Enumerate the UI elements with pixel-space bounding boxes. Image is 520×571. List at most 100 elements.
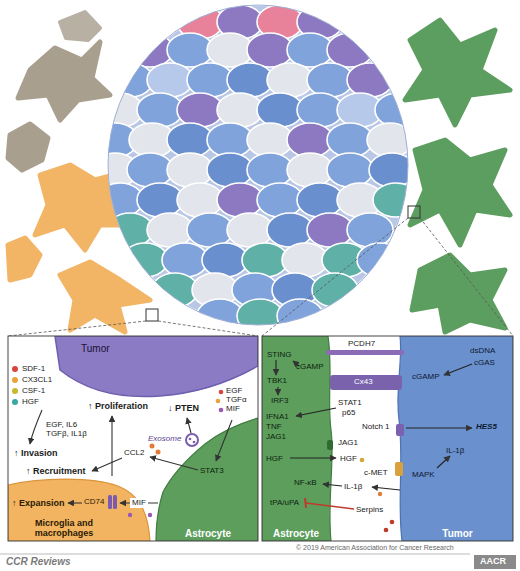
tumor-cell [307, 213, 353, 247]
annotation-label: IRF3 [271, 396, 288, 405]
tumor-cell [247, 123, 293, 157]
ligand-dot [216, 399, 221, 404]
exosome [186, 434, 198, 446]
tumor-cell [267, 213, 313, 247]
logo-box [474, 555, 516, 569]
arrow [30, 410, 42, 444]
annotation-label: JAG1 [338, 438, 358, 447]
tumor-cell [287, 33, 333, 67]
astrocyte-cell [410, 140, 510, 245]
tumor-cell [347, 63, 393, 97]
mif-dot [128, 513, 132, 517]
astrocyte-cell: Astrocyte [262, 514, 330, 541]
arrow [216, 420, 232, 461]
annotation-label: CX3CL1 [22, 375, 52, 384]
footer-rule [0, 554, 470, 555]
tumor-cell [217, 93, 263, 127]
tumor-cell [297, 183, 343, 217]
arrow [444, 364, 472, 375]
ligand-dot [12, 366, 18, 372]
ligand-dot [12, 399, 18, 405]
annotation-label: Exosome [148, 434, 181, 443]
il1b-dot [378, 492, 382, 496]
ligand-dot [12, 388, 18, 394]
annotation-label: p65 [342, 408, 355, 417]
annotation-label: SDF-1 [22, 364, 45, 373]
annotation-label: cGAS [474, 358, 495, 367]
zoom-line [420, 218, 513, 336]
annotation-label: HGF [266, 454, 283, 463]
arrow [296, 408, 336, 416]
panel-border [8, 336, 258, 541]
tumor-cell [282, 243, 328, 277]
tumor-cell [167, 33, 213, 67]
tumor-cell [152, 273, 198, 307]
annotation-label: Notch 1 [362, 422, 390, 431]
cd74-receptor [108, 495, 112, 509]
annotation-label: dsDNA [470, 346, 495, 355]
tumor-cell [97, 183, 143, 217]
tumor-cell [227, 213, 273, 247]
annotation-label: ↑ Recruitment [26, 466, 86, 476]
annotation-label: IL-1β [344, 482, 362, 491]
pcdh7-bridge [326, 350, 404, 355]
annotation-label: cGAMP [412, 372, 440, 381]
tumor-cell [287, 123, 333, 157]
arrow [111, 416, 112, 476]
tumor-cell [137, 93, 183, 127]
annotation-label: IFNA1 [266, 412, 289, 421]
tumor-cell [347, 213, 393, 247]
annotation-label: IL-1β [446, 446, 464, 455]
tumor-cell [207, 123, 253, 157]
arrow [406, 427, 472, 428]
cell-name: Microglia and macrophages [11, 519, 117, 539]
arrow [437, 456, 450, 468]
tumor-cell [167, 153, 213, 187]
zoom-square [146, 309, 158, 321]
zoom-line [262, 218, 408, 336]
ligand-dot [219, 408, 224, 413]
arrow [290, 457, 336, 458]
arrow [277, 387, 278, 395]
arrow [323, 484, 342, 486]
cx43-channel [330, 375, 402, 390]
annotation-label: NF-κB [294, 478, 317, 487]
annotation-label: EGF, IL6 TGFβ, IL1β [46, 420, 100, 438]
ligand-dot [219, 390, 224, 395]
tumor-ground [108, 5, 408, 325]
serpin-dot [390, 520, 395, 525]
microglia-shape [8, 479, 150, 541]
tumor-cell [375, 93, 421, 127]
tumor-cell [287, 153, 333, 187]
tumor-cell [177, 93, 223, 127]
cell-name: Tumor [442, 528, 472, 539]
tumor-cell [97, 93, 143, 127]
right-panel-art [262, 336, 513, 541]
annotation-label: JAG1 [266, 432, 286, 441]
arrow [68, 502, 82, 503]
tumor-cell [267, 63, 313, 97]
tumor-cell [187, 63, 233, 97]
astrocyte-cell: Astrocyte [158, 470, 258, 541]
annotation-label: © 2019 American Association for Cancer R… [296, 544, 454, 552]
panel-ground [262, 336, 513, 541]
annotation-label: STAT1 [338, 398, 362, 407]
tumor-cell [307, 63, 353, 97]
annotation-label: ↑ Proliferation [88, 401, 148, 411]
tumor-cell [187, 213, 233, 247]
tumor-cell [107, 213, 153, 247]
annotation-label: CCR Reviews [6, 556, 70, 568]
serpin-dot [384, 528, 389, 533]
tumor-cell [327, 123, 373, 157]
tumor-cell [277, 299, 323, 333]
jag1-ligand [327, 440, 333, 450]
cell-name: Astrocyte [273, 528, 319, 539]
notch-receptor [396, 424, 404, 436]
panel-ground [8, 336, 258, 541]
tumor-cell [297, 93, 343, 127]
tumor-cell [357, 243, 403, 277]
annotation-label: c-MET [364, 468, 388, 477]
